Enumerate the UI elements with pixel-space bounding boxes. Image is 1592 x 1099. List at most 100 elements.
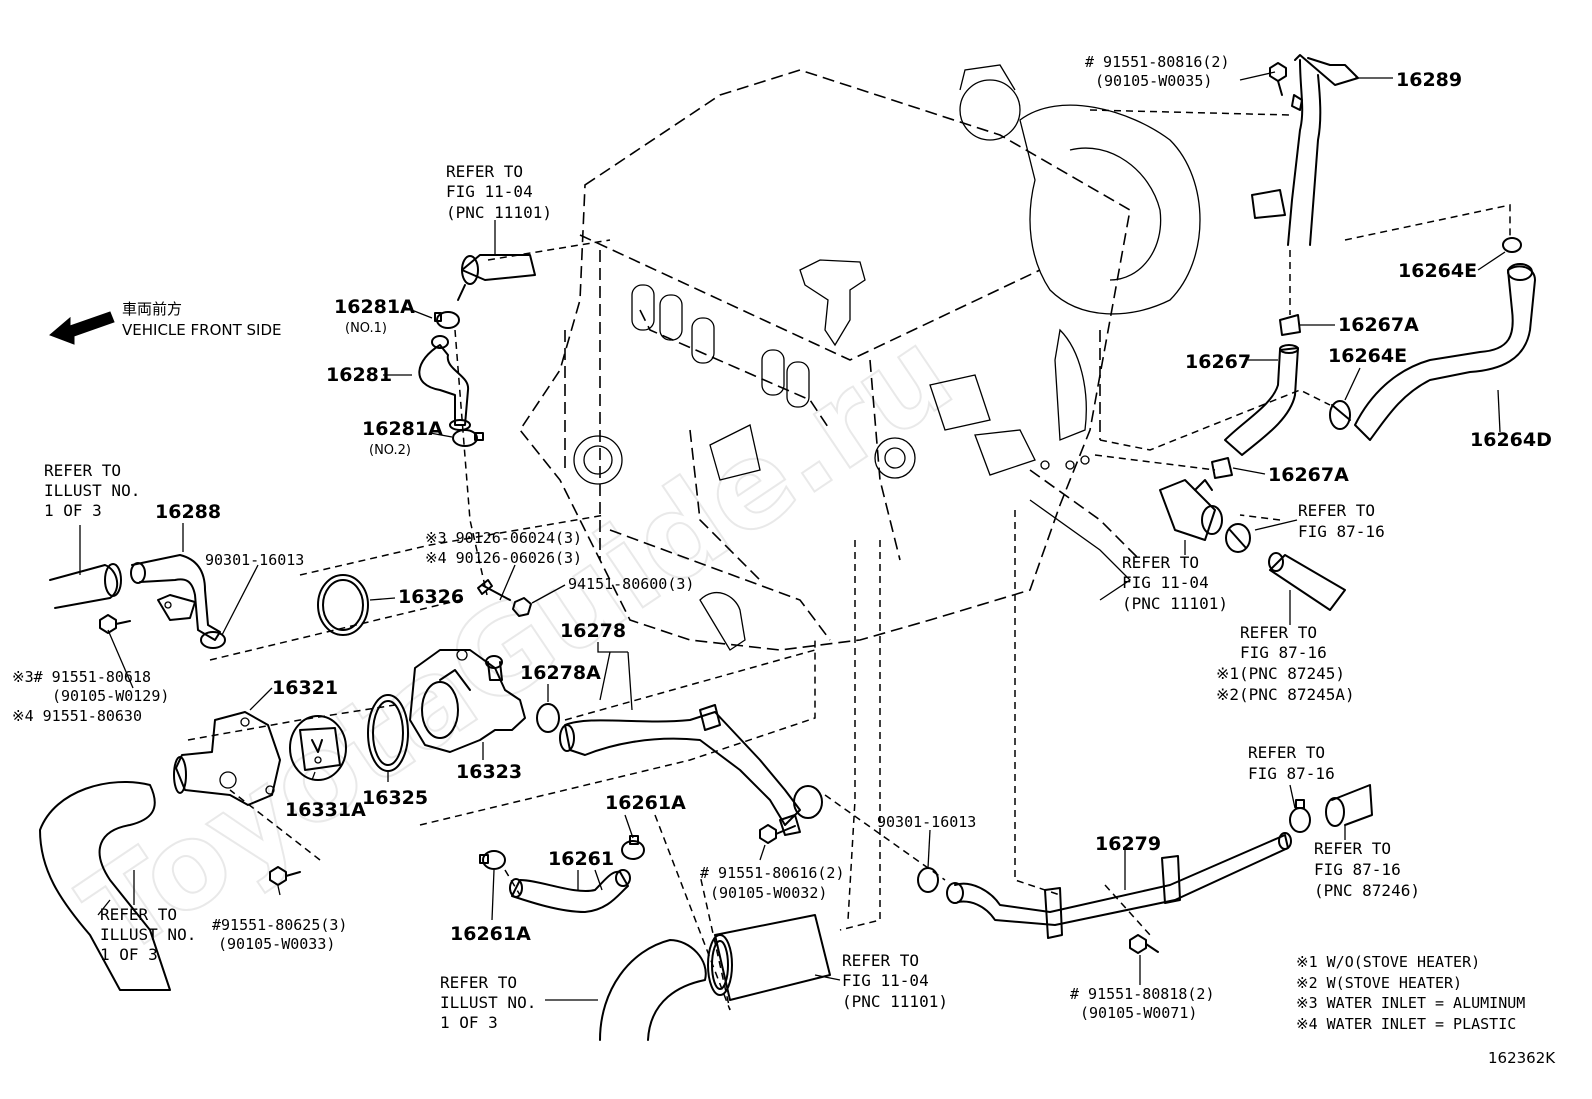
refer-text: FIG 87-16 [1298, 522, 1385, 541]
refer-bottom-center-illust: REFER TO ILLUST NO. 1 OF 3 [440, 973, 536, 1032]
label-90105-W0071: (90105-W0071) [1080, 1004, 1197, 1022]
label-90105-W0033: (90105-W0033) [218, 935, 335, 953]
o-ring-90301-top [200, 631, 226, 649]
engine-block-details [573, 64, 1201, 651]
hose-16281 [418, 254, 536, 431]
bolt-91551-80616 [759, 824, 796, 844]
refer-right-fig8716-b: REFER TO FIG 87-16 ※1(PNC 87245) ※2(PNC … [1216, 623, 1355, 704]
refer-text: (PNC 11101) [1122, 594, 1228, 613]
clamp-16261A-bottom [479, 850, 506, 870]
refer-text: (PNC 87246) [1314, 881, 1420, 900]
label-16261: 16261 [548, 848, 614, 870]
clamp-16267A-top [1279, 314, 1301, 336]
hose-lower-center [599, 939, 707, 1041]
label-90126-b: ※4 90126-06026(3) [425, 549, 582, 567]
refer-text: REFER TO [842, 951, 919, 970]
refer-text: REFER TO [1240, 623, 1317, 642]
thermostat-16331A [289, 715, 347, 781]
stud-90126 [477, 579, 511, 601]
refer-text: REFER TO [446, 162, 523, 181]
label-16267: 16267 [1185, 351, 1251, 373]
refer-text: (PNC 11101) [842, 992, 948, 1011]
label-16278: 16278 [560, 620, 626, 642]
label-16278A: 16278A [520, 662, 601, 684]
pipe-16278 [559, 704, 823, 836]
label-16264E-top: 16264E [1398, 260, 1477, 282]
clamp-16267A-bottom [1211, 457, 1233, 479]
direction-label: 車両前方 VEHICLE FRONT SIDE [122, 300, 282, 339]
refer-left-illust: REFER TO ILLUST NO. 1 OF 3 [44, 461, 140, 520]
refer-text: REFER TO [1314, 839, 1391, 858]
label-90301-top: 90301-16013 [205, 551, 304, 569]
label-16321: 16321 [272, 677, 338, 699]
refer-top-fig1104: REFER TO FIG 11-04 (PNC 11101) [446, 162, 552, 222]
clamp-16281A-no1 [434, 311, 460, 329]
engine-block-outline [519, 69, 1141, 651]
label-16323: 16323 [456, 761, 522, 783]
label-16281A-no1-sub: (NO.1) [345, 321, 387, 336]
pipe-16288 [130, 554, 221, 641]
refer-text: 1 OF 3 [440, 1013, 498, 1032]
o-ring-90301-bottom [917, 867, 939, 893]
direction-en: VEHICLE FRONT SIDE [122, 321, 282, 339]
clamp-right-fig8716 [1225, 523, 1251, 553]
refer-text: ILLUST NO. [440, 993, 536, 1012]
legend: ※1 W/O(STOVE HEATER) ※2 W(STOVE HEATER) … [1296, 953, 1525, 1033]
hose-right-fig8716 [1268, 552, 1346, 611]
direction-jp: 車両前方 [122, 300, 182, 318]
label-16281A-no1: 16281A [334, 296, 415, 318]
hose-16261 [509, 869, 631, 913]
bolt-91551-80818 [1129, 934, 1159, 954]
gasket-16325 [367, 694, 409, 772]
pipe-16289 [1251, 54, 1359, 246]
refer-text: ※1(PNC 87245) [1216, 664, 1345, 683]
hose-left-stub [49, 563, 122, 609]
label-91551-80618: ※3# 91551-80618 [12, 668, 151, 686]
label-16267A-top: 16267A [1338, 314, 1419, 336]
label-90301-bottom: 90301-16013 [877, 813, 976, 831]
legend-item: ※2 W(STOVE HEATER) [1296, 974, 1462, 992]
refer-right-fig1104: REFER TO FIG 11-04 (PNC 11101) [1122, 553, 1228, 613]
leader-lines [79, 71, 1506, 1001]
label-16261A-bottom: 16261A [450, 923, 531, 945]
label-91551-80816: # 91551-80816(2) [1085, 53, 1230, 71]
assembly-guide-lines [187, 109, 1511, 1011]
label-90105-W0035: (90105-W0035) [1095, 72, 1212, 90]
pipe-lower-fig1104 [707, 914, 831, 1001]
label-91551-80818: # 91551-80818(2) [1070, 985, 1215, 1003]
legend-item: ※4 WATER INLET = PLASTIC [1296, 1015, 1516, 1033]
clamp-16261A-top [621, 835, 645, 860]
label-91551-80616: # 91551-80616(2) [700, 864, 845, 882]
o-ring-16278A [536, 703, 560, 733]
hose-16264D [1354, 263, 1536, 441]
label-90105-W0032: (90105-W0032) [710, 884, 827, 902]
label-16281A-no2-sub: (NO.2) [369, 443, 411, 458]
bolt-91551-80816 [1269, 62, 1287, 96]
label-91551-80630: ※4 91551-80630 [12, 707, 142, 725]
label-16281A-no2: 16281A [362, 418, 443, 440]
refer-text: FIG 87-16 [1240, 643, 1327, 662]
refer-text: REFER TO [44, 461, 121, 480]
refer-text: FIG 11-04 [446, 182, 533, 201]
refer-bottom-fig1104: REFER TO FIG 11-04 (PNC 11101) [842, 951, 948, 1011]
refer-right-fig8716-a: REFER TO FIG 87-16 [1298, 501, 1385, 541]
refer-bottom-right-fig8716-a: REFER TO FIG 87-16 [1248, 743, 1335, 783]
label-16281: 16281 [326, 364, 392, 386]
label-90126-a: ※3 90126-06024(3) [425, 529, 582, 547]
legend-item: ※1 W/O(STOVE HEATER) [1296, 953, 1480, 971]
refer-text: ※2(PNC 87245A) [1216, 685, 1355, 704]
clamp-16264E-top [1502, 237, 1522, 253]
refer-text: FIG 11-04 [1122, 573, 1209, 592]
water-outlet-16323 [409, 649, 526, 753]
nut-94151 [512, 597, 532, 617]
refer-bottom-right-fig8716-b: REFER TO FIG 87-16 (PNC 87246) [1314, 839, 1420, 900]
figure-id: 162362K [1488, 1049, 1556, 1067]
refer-text: ILLUST NO. [100, 925, 196, 944]
label-16289: 16289 [1396, 69, 1462, 91]
hose-right-bottom-stub [1325, 784, 1373, 827]
label-16325: 16325 [362, 787, 428, 809]
label-16279: 16279 [1095, 833, 1161, 855]
water-inlet-16321 [173, 711, 281, 806]
gasket-16326 [317, 574, 369, 636]
